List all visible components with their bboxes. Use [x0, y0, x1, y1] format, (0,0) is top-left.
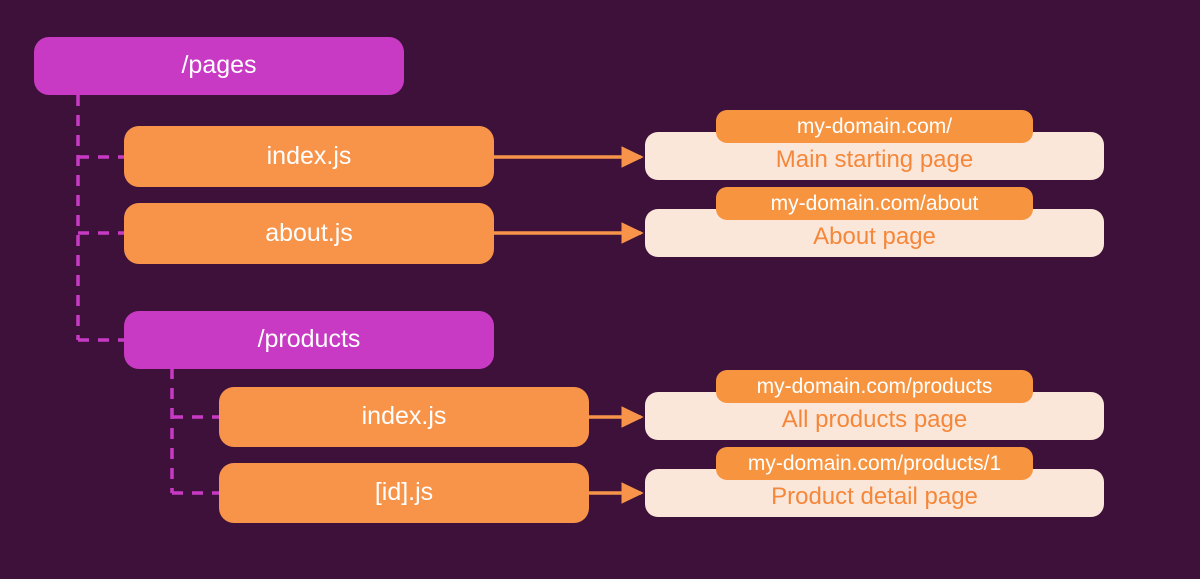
node-pages-directory[interactable]: /pages: [34, 37, 404, 95]
node-pages-index-file[interactable]: index.js: [124, 126, 494, 187]
route-url-chip: my-domain.com/about: [716, 187, 1033, 220]
route-url-label: my-domain.com/about: [770, 191, 979, 215]
node-products-index-file-label: index.js: [361, 402, 447, 431]
route-card: Main starting page: [645, 132, 1104, 180]
route-url-chip: my-domain.com/: [716, 110, 1033, 143]
route-url-label: my-domain.com/products/1: [747, 451, 1002, 475]
route-url-label: my-domain.com/: [796, 114, 953, 138]
node-products-id-file[interactable]: [id].js: [219, 463, 589, 523]
route-description: All products page: [781, 406, 968, 433]
node-products-directory-label: /products: [257, 325, 361, 354]
node-pages-about-file[interactable]: about.js: [124, 203, 494, 264]
node-products-directory[interactable]: /products: [124, 311, 494, 369]
node-pages-directory-label: /pages: [181, 51, 257, 80]
route-url-chip: my-domain.com/products/1: [716, 447, 1033, 480]
node-products-id-file-label: [id].js: [374, 478, 434, 507]
route-description: About page: [813, 223, 936, 250]
node-products-index-file[interactable]: index.js: [219, 387, 589, 447]
route-description: Product detail page: [771, 483, 978, 510]
route-url-label: my-domain.com/products: [756, 374, 993, 398]
route-description: Main starting page: [775, 146, 974, 173]
node-pages-index-file-label: index.js: [266, 141, 352, 170]
node-pages-about-file-label: about.js: [265, 218, 353, 247]
route-url-chip: my-domain.com/products: [716, 370, 1033, 403]
